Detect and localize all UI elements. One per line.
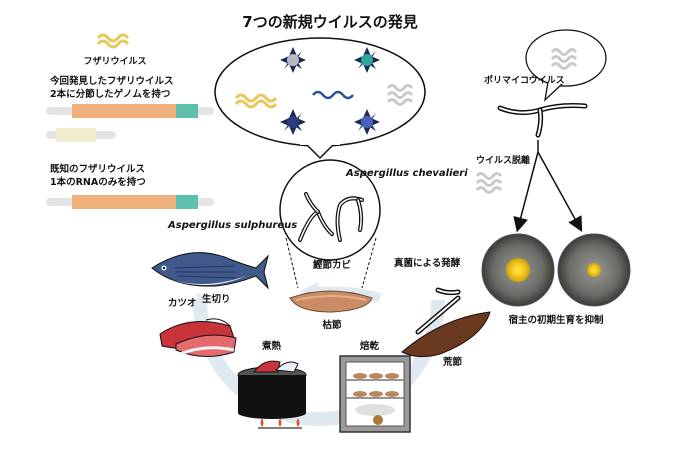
katsuobushi-mold-label: 鰹節カビ — [313, 259, 352, 271]
chevalieri-label: Aspergillus chevalieri — [345, 168, 468, 179]
karebushi-label: 枯節 — [322, 319, 342, 331]
skipjack-fish — [151, 252, 269, 290]
culture-plate-left — [481, 233, 555, 307]
star-virus-navy-icon — [280, 109, 306, 135]
arrow-to-cured-plate — [537, 151, 583, 232]
boiling-pot — [237, 360, 307, 429]
namagiri-label: 生切り — [202, 293, 231, 305]
polymycovirus-label: ポリマイコウイルス — [484, 74, 565, 86]
arabushi-label: 荒節 — [442, 356, 463, 368]
known-fusarivirus-desc: 1本のRNAのみを持つ — [50, 176, 146, 188]
boiling-label: 煮熱 — [261, 340, 282, 352]
arabushi-block — [401, 287, 491, 358]
released-virus-icon — [475, 172, 503, 194]
fusarivirus-legend-icon — [96, 33, 130, 49]
fusarivirus-yellow-icon — [234, 93, 278, 109]
culture-plate-right — [557, 233, 631, 307]
known-fusarivirus-label: 既知のフザリウイルス — [50, 163, 145, 175]
smoking-cabinet — [339, 355, 411, 433]
katsuo-label: カツオ — [168, 298, 197, 309]
zoom-line-right — [361, 237, 377, 289]
host-hypha — [497, 103, 588, 138]
fusarivirus-label: フザリウイルス — [83, 56, 146, 67]
curing-label: ウイルス脱離 — [476, 154, 530, 166]
polymycovirus-icon-bubble — [386, 84, 414, 106]
new-fusarivirus-label: 今回発見したフザリウイルス — [49, 75, 174, 87]
fermentation-label: 真菌による発酵 — [394, 257, 461, 269]
star-virus-gray-icon — [280, 47, 306, 73]
single-genome-bar — [46, 195, 214, 209]
karebushi-block — [289, 290, 373, 313]
segmented-genome-bar — [46, 104, 214, 118]
arrow-to-infected-plate — [513, 151, 539, 233]
growth-inhibit-label: 宿主の初期生育を抑制 — [508, 314, 604, 326]
wave-virus-blue-icon — [312, 90, 354, 100]
new-fusarivirus-desc: 2本に分節したゲノムを持つ — [50, 88, 170, 100]
second-genome-segment — [46, 128, 116, 142]
star-virus-blue-icon — [354, 109, 380, 135]
star-virus-teal-icon — [354, 47, 380, 73]
polymycovirus-bubble — [525, 29, 607, 102]
smoking-label: 焙乾 — [360, 340, 380, 352]
raw-fish-fillets — [159, 318, 237, 357]
fungus-hyphae-circle — [279, 159, 381, 261]
zoom-line-left — [285, 237, 299, 289]
title: 7つの新規ウイルスの発見 — [242, 13, 417, 31]
sulphureus-label: Aspergillus sulphureus — [167, 220, 297, 231]
